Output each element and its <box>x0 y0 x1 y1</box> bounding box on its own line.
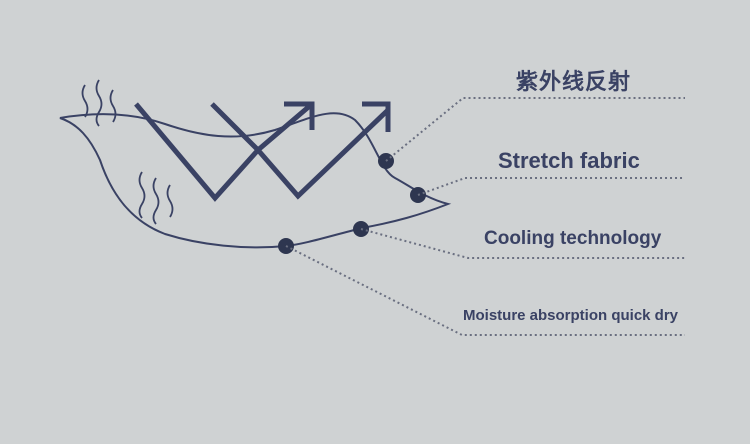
fabric-outline <box>59 112 452 249</box>
stretch-leader-line <box>417 177 685 196</box>
moisture-leader-line <box>285 245 685 336</box>
uv-reflection-arrows-icon <box>134 101 391 202</box>
label-uv-reflection: 紫外线反射 <box>516 69 632 94</box>
heat-waves-top-icon <box>81 79 117 127</box>
cooling-leader-line <box>360 228 685 259</box>
leader-lines <box>285 97 685 336</box>
label-cooling-technology: Cooling technology <box>484 228 662 249</box>
heat-waves-inner-icon <box>138 171 174 225</box>
label-stretch-fabric: Stretch fabric <box>498 148 640 173</box>
label-moisture-absorption: Moisture absorption quick dry <box>463 307 679 324</box>
